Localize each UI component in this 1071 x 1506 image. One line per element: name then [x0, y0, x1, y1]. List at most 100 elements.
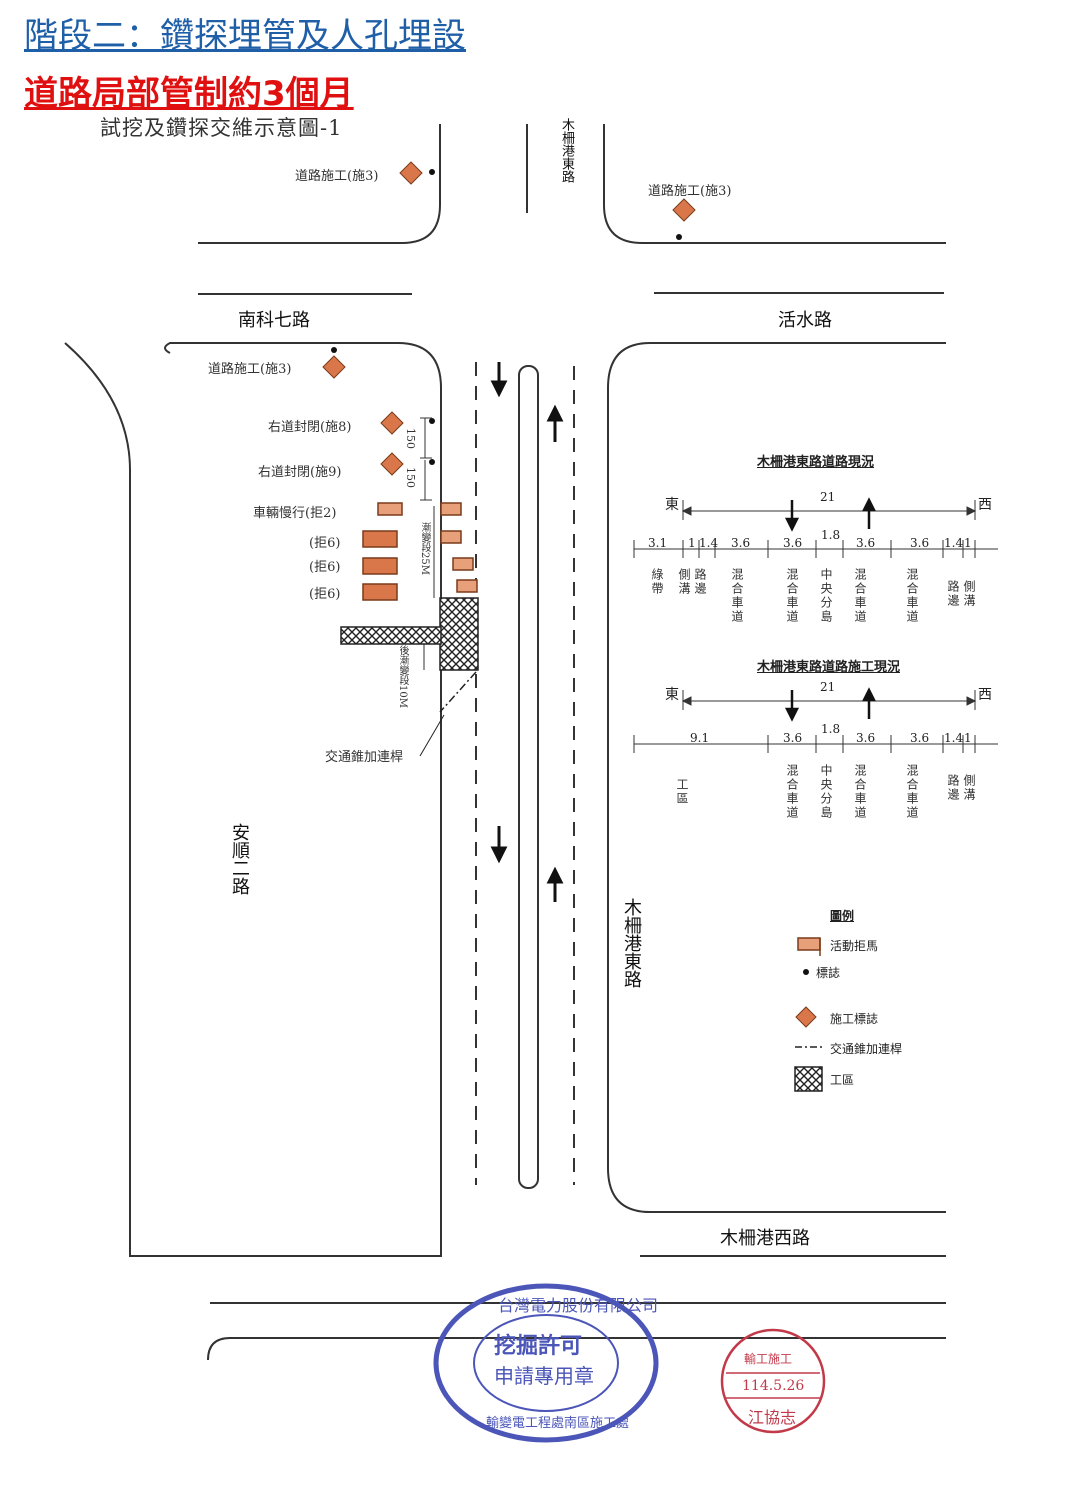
- barricade-icon: [797, 937, 821, 951]
- east-label: 東: [665, 497, 679, 513]
- lane-label: 混合車道: [785, 568, 799, 624]
- road-label-huoshui: 活水路: [778, 310, 832, 331]
- lane-label: 混合車道: [905, 764, 919, 820]
- width-value: 1.8: [821, 528, 841, 542]
- lane-label: 中央分島: [819, 764, 833, 820]
- date-stamp: [720, 1328, 826, 1434]
- date-stamp-header: 輸工施工: [744, 1352, 793, 1366]
- lane-label: 混合車道: [853, 568, 867, 624]
- lane-label: 側溝: [962, 774, 976, 802]
- width-value: 3.6: [856, 731, 876, 745]
- barrier-label: (拒6): [309, 560, 341, 575]
- taper-front-label: 漸變段25M: [419, 522, 430, 575]
- lane-label: 側溝: [962, 580, 976, 608]
- width-value: 9.1: [690, 731, 710, 745]
- section-construction-lines: [633, 690, 998, 753]
- road-label-nanke7: 南科七路: [238, 310, 310, 331]
- stamp-company-dept: 輸變電工程處南區施工處: [486, 1416, 630, 1431]
- west-label: 西: [978, 497, 992, 513]
- lane-label: 混合車道: [853, 764, 867, 820]
- east-label: 東: [665, 687, 679, 703]
- date-stamp-name: 江協志: [748, 1408, 797, 1427]
- legend-item-label: 活動拒馬: [830, 939, 879, 953]
- taper-back-label: 後漸變段10M: [397, 645, 408, 708]
- road-label-top-vertical: 木柵港東路: [559, 118, 574, 183]
- width-value: 1: [688, 536, 696, 550]
- legend-item-label: 交通錐加連桿: [830, 1042, 903, 1056]
- section-current-arrows: [784, 497, 877, 532]
- diagram-title: 試挖及鑽探交維示意圖-1: [100, 116, 343, 140]
- lane-label: 路邊: [946, 774, 960, 802]
- lane-label: 工區: [675, 778, 689, 806]
- road-label-muzhagang-west: 木柵港西路: [720, 1228, 810, 1249]
- section-construction-arrows: [784, 687, 877, 722]
- distance-marks: [420, 417, 435, 670]
- lane-label: 綠帶: [650, 568, 664, 596]
- sign-label-road-work: 道路施工(施3): [295, 169, 379, 184]
- stamp-permit-line1: 挖掘許可: [494, 1333, 583, 1359]
- distance-label: 150: [404, 428, 417, 449]
- diamond-sign-icon: [795, 1006, 817, 1028]
- lane-label: 混合車道: [905, 568, 919, 624]
- lane-dashes: [475, 362, 575, 1185]
- width-value: 1.4: [944, 731, 964, 745]
- lane-label: 混合車道: [785, 764, 799, 820]
- marker-icon: [803, 969, 809, 975]
- legend-item-label: 標誌: [816, 966, 841, 980]
- width-value: 1: [964, 536, 972, 550]
- crosshatch-icon: [794, 1066, 823, 1092]
- road-edges: [64, 124, 946, 1361]
- section-current-title: 木柵港東路道路現況: [757, 455, 875, 470]
- company-stamp: [433, 1283, 659, 1443]
- width-value: 3.6: [731, 536, 751, 550]
- cone-bar-line: [439, 671, 477, 713]
- lane-label: 側溝: [677, 568, 691, 596]
- stamp-company-name: 台灣電力股份有限公司: [498, 1296, 659, 1315]
- width-value: 1.4: [944, 536, 964, 550]
- date-stamp-date: 114.5.26: [742, 1378, 805, 1394]
- barrier-label: (拒6): [309, 536, 341, 551]
- cone-bar-leader: [419, 714, 445, 757]
- distance-label: 150: [404, 467, 417, 488]
- sign-label-road-work: 道路施工(施3): [208, 362, 292, 377]
- sign-label-road-work: 道路施工(施3): [648, 184, 732, 199]
- stage-title: 階段二：鑽探埋管及人孔埋設: [24, 16, 466, 56]
- work-zone: [340, 597, 479, 671]
- width-value: 3.6: [783, 536, 803, 550]
- width-value: 3.6: [783, 731, 803, 745]
- lane-label: 路邊: [946, 580, 960, 608]
- sign-markers: [331, 169, 682, 465]
- lane-label: 混合車道: [730, 568, 744, 624]
- movable-barricades: [377, 502, 478, 593]
- lane-label: 路邊: [693, 568, 707, 596]
- control-note: 道路局部管制約3個月: [24, 74, 354, 114]
- width-value: 1: [964, 731, 972, 745]
- direction-arrows: [490, 362, 564, 902]
- width-value: 3.6: [910, 731, 930, 745]
- width-value: 1.8: [821, 722, 841, 736]
- construction-signs: [322, 161, 696, 476]
- total-width: 21: [820, 490, 836, 504]
- legend-icons: [794, 937, 824, 1092]
- sign-label-right-closed: 右道封閉(施9): [258, 465, 342, 480]
- width-value: 3.6: [856, 536, 876, 550]
- legend-item-label: 施工標誌: [830, 1012, 879, 1026]
- section-construction-title: 木柵港東路道路施工現況: [757, 660, 901, 675]
- sign-label-right-closed: 右道封閉(施8): [268, 420, 352, 435]
- legend-item-label: 工區: [830, 1073, 855, 1087]
- width-value: 1.4: [699, 536, 719, 550]
- lane-label: 中央分島: [819, 568, 833, 624]
- road-label-muzhagang-east: 木柵港東路: [621, 898, 642, 988]
- stamp-permit-line2: 申請專用章: [494, 1364, 594, 1388]
- barrier-blocks: [362, 530, 398, 601]
- west-label: 西: [978, 687, 992, 703]
- section-current-lines: [633, 500, 998, 558]
- width-value: 3.1: [648, 536, 668, 550]
- road-label-anshun2: 安順二路: [229, 823, 250, 895]
- cone-bar-label: 交通錐加連桿: [325, 750, 404, 765]
- legend-title: 圖例: [830, 909, 855, 923]
- total-width: 21: [820, 680, 836, 694]
- sign-label-slow-down: 車輛慢行(拒2): [253, 506, 337, 521]
- width-value: 3.6: [910, 536, 930, 550]
